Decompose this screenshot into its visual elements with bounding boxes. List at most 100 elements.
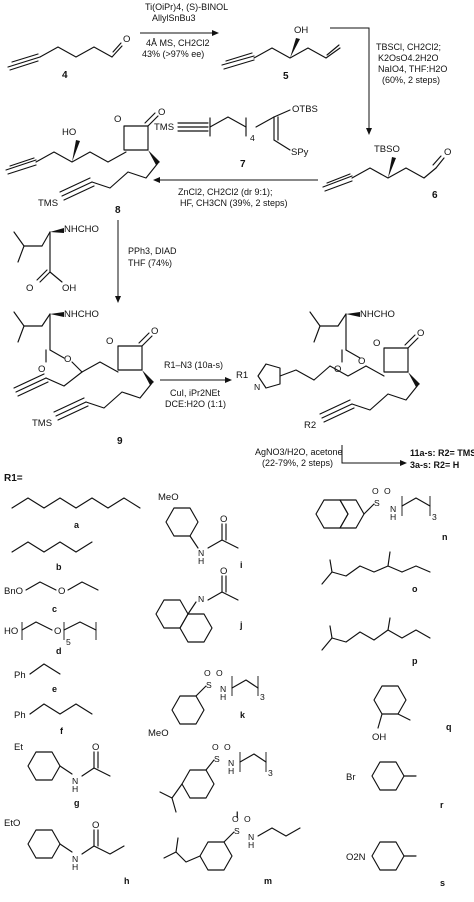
ring-o-9: O [106,336,113,347]
ring-o-11: O [373,338,380,349]
svg-text:O: O [220,566,227,577]
svg-text:S: S [234,826,240,836]
compound-7: TMS 4 OTBS SPy 7 [154,104,318,170]
conditions-step1: Ti(OiPr)4, (S)-BINOL AllylSnBu3 4Å MS, C… [142,2,228,59]
arrow-step6 [341,445,407,466]
rgroup-k: MeO S O O N H 3 k [148,668,265,739]
svg-text:q: q [446,722,452,732]
arrow-step3 [153,177,318,183]
svg-text:o: o [412,584,418,594]
compound-8-label: 8 [115,205,121,216]
svg-text:c: c [52,604,57,614]
rgroup-e: Ph e [14,663,61,694]
arrow-step5 [160,377,232,383]
svg-text:ZnCl2, CH2Cl2 (dr 9:1);: ZnCl2, CH2Cl2 (dr 9:1); [178,187,273,197]
compound-8: HO O O TMS 8 [5,107,165,216]
svg-text:3: 3 [260,692,265,702]
conditions-step4: PPh3, DIAD THF (74%) [128,246,177,268]
carbonyl-o-9: O [151,326,158,337]
svg-text:S: S [206,680,212,690]
svg-text:Ph: Ph [14,670,26,681]
svg-text:OH: OH [372,732,386,743]
nhcho-11: NHCHO [360,309,395,320]
n-formyl-leucine: NHCHO O OH [13,224,99,294]
svg-text:3: 3 [268,768,273,778]
ester-o2-11: O [358,356,365,367]
svg-text:l: l [236,810,239,820]
svg-text:O: O [212,742,219,752]
svg-text:m: m [264,876,272,886]
rgroup-g: Et N H O g [14,742,111,808]
tms-7: TMS [154,122,174,133]
svg-text:N: N [72,776,78,786]
svg-text:O: O [54,626,61,637]
svg-text:n: n [442,532,448,542]
svg-text:HO: HO [4,626,18,637]
tms-9: TMS [32,418,52,429]
ester-o-9: O [38,364,45,375]
conditions-step6: AgNO3/H2O, acetone (22-79%, 2 steps) [255,447,343,468]
conditions-step5: R1–N3 (10a-s) CuI, iPr2NEt DCE:H2O (1:1) [164,360,226,409]
svg-text:H: H [72,862,78,872]
svg-text:f: f [60,726,64,736]
rgroup-h: EtO N H O h [4,818,130,886]
svg-text:O: O [372,486,379,496]
svg-text:e: e [52,684,57,694]
svg-text:N: N [198,548,204,558]
svg-text:S: S [374,498,380,508]
svg-text:H: H [390,512,396,522]
conditions-step3: ZnCl2, CH2Cl2 (dr 9:1); HF, CH3CN (39%, … [178,187,288,208]
svg-text:DCE:H2O (1:1): DCE:H2O (1:1) [165,399,226,409]
svg-text:AgNO3/H2O, acetone: AgNO3/H2O, acetone [255,447,343,457]
ho-8: HO [62,127,76,138]
svg-text:N: N [248,832,254,842]
repeat-4: 4 [250,133,255,143]
compound-6: TBSO O 6 [322,144,451,201]
ester-o2-9: O [64,354,71,365]
spy-7: SPy [291,147,309,158]
compound-11-label: 11a-s: R2= TMS [410,448,474,458]
svg-text:O2N: O2N [346,852,366,863]
svg-text:4Å MS, CH2Cl2: 4Å MS, CH2Cl2 [146,38,210,48]
compound-3-label: 3a-s: R2= H [410,460,459,470]
aldehyde-o: O [123,34,130,45]
svg-text:H: H [198,556,204,566]
rgroup-i: MeO N H O i [158,492,243,570]
svg-text:O: O [216,668,223,678]
svg-text:43% (>97% ee): 43% (>97% ee) [142,49,204,59]
svg-text:MeO: MeO [158,492,179,503]
svg-text:g: g [74,798,80,808]
compound-9-label: 9 [117,436,123,447]
rgroup-f: Ph f [14,703,93,736]
svg-text:S: S [214,754,220,764]
svg-text:k: k [240,710,246,720]
svg-text:H: H [72,784,78,794]
svg-text:O: O [220,514,227,525]
rgroup-b: b [11,541,93,572]
svg-text:(60%, 2 steps): (60%, 2 steps) [382,75,440,85]
svg-text:O: O [384,486,391,496]
arrow-step4 [115,220,121,303]
svg-text:TBSCl, CH2Cl2;: TBSCl, CH2Cl2; [376,42,441,52]
svg-text:N: N [72,854,78,864]
compound-4: 4 [7,42,123,81]
tms-8: TMS [38,198,58,209]
compound-4-label: 4 [62,70,68,81]
svg-text:O: O [244,814,251,824]
triazole-n: N [254,382,260,392]
compound-5-label: 5 [283,71,289,82]
svg-text:5: 5 [66,637,71,647]
svg-text:O: O [92,820,99,831]
svg-text:O: O [92,742,99,753]
svg-text:H: H [228,766,234,776]
svg-text:O: O [204,668,211,678]
rgroup-m: S O O N H m [163,814,301,886]
arrow-step2 [330,27,372,135]
svg-text:p: p [412,656,418,666]
svg-text:b: b [56,562,62,572]
compound-9: NHCHO O O O O TMS 9 [13,309,158,447]
svg-text:CuI, iPr2NEt: CuI, iPr2NEt [170,388,221,398]
rgroup-s: O2N s [346,841,445,888]
svg-text:AllylSnBu3: AllylSnBu3 [152,13,196,23]
